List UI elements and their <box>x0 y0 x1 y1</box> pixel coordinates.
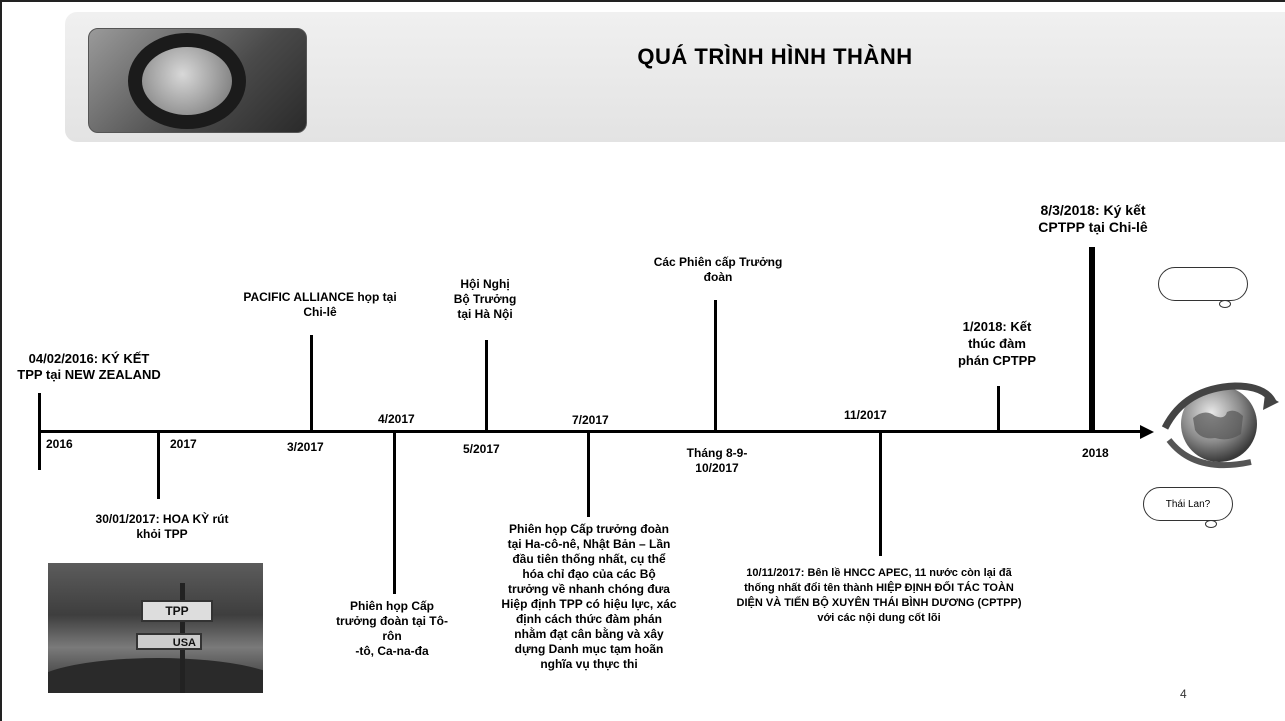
axis-label-2017: 2017 <box>170 437 197 451</box>
tick-5-2017 <box>485 340 488 431</box>
event-conclude-cptpp: 1/2018: Kết thúc đàm phán CPTPP <box>957 319 1036 368</box>
tick-8-10-2017 <box>714 300 717 431</box>
thought-cloud-thailand-text: Thái Lan? <box>1165 498 1211 510</box>
logo-ring-icon <box>128 33 246 129</box>
timeline-axis <box>40 430 1142 433</box>
axis-label-7-2017: 7/2017 <box>572 413 609 427</box>
thought-cloud-empty <box>1158 267 1248 301</box>
tpp-usa-signpost-image: TPP USA <box>48 563 263 693</box>
thought-cloud-tail <box>1219 300 1231 308</box>
event-hanoi-ministerial: Hội Nghị Bộ Trưởng tại Hà Nội <box>453 277 517 321</box>
axis-label-3-2017: 3/2017 <box>287 440 324 454</box>
axis-label-8-10-2017: Tháng 8-9- 10/2017 <box>686 446 748 475</box>
event-chief-negotiators: Các Phiên cấp Trưởng đoàn <box>653 255 783 284</box>
globe-icon <box>1161 382 1279 469</box>
axis-label-11-2017: 11/2017 <box>844 408 887 422</box>
axis-label-5-2017: 5/2017 <box>463 442 500 456</box>
event-hakone: Phiên họp Cấp trưởng đoàn tại Ha-cô-nê, … <box>501 522 677 671</box>
photo-sign-usa: USA <box>136 633 202 650</box>
frame-top-border <box>0 0 1285 2</box>
event-apec-cptpp: 10/11/2017: Bên lề HNCC APEC, 11 nước cò… <box>736 567 1022 624</box>
page-number: 4 <box>1180 687 1187 701</box>
tick-1-2018 <box>997 386 1000 431</box>
slide-title: QUÁ TRÌNH HÌNH THÀNH <box>637 44 913 69</box>
axis-label-4-2017: 4/2017 <box>378 412 415 426</box>
frame-left-border <box>0 0 2 721</box>
tick-2018 <box>1089 247 1095 431</box>
event-pacific-alliance: PACIFIC ALLIANCE họp tại Chi-lê <box>243 290 397 319</box>
event-toronto: Phiên họp Cấp trưởng đoàn tại Tô- rôn -t… <box>336 599 448 658</box>
thought-cloud-thailand: Thái Lan? <box>1143 487 1233 521</box>
event-us-withdraw: 30/01/2017: HOA KỲ rút khỏi TPP <box>95 512 229 541</box>
photo-sign-tpp: TPP <box>141 600 213 622</box>
timeline-arrow-icon <box>1140 425 1154 439</box>
tick-7-2017 <box>587 431 590 517</box>
event-cptpp-signing: 8/3/2018: Ký kết CPTPP tại Chi-lê <box>1038 202 1148 235</box>
thought-cloud-thailand-tail <box>1205 520 1217 528</box>
tick-2016 <box>38 393 41 470</box>
tick-3-2017 <box>310 335 313 431</box>
photo-hill <box>48 658 263 693</box>
axis-label-2018: 2018 <box>1082 446 1109 460</box>
tick-11-2017 <box>879 431 882 556</box>
tick-4-2017 <box>393 431 396 594</box>
tick-2017 <box>157 431 160 499</box>
event-2016-tpp-signing: 04/02/2016: KÝ KẾT TPP tại NEW ZEALAND <box>17 351 161 382</box>
axis-label-2016: 2016 <box>46 437 73 451</box>
